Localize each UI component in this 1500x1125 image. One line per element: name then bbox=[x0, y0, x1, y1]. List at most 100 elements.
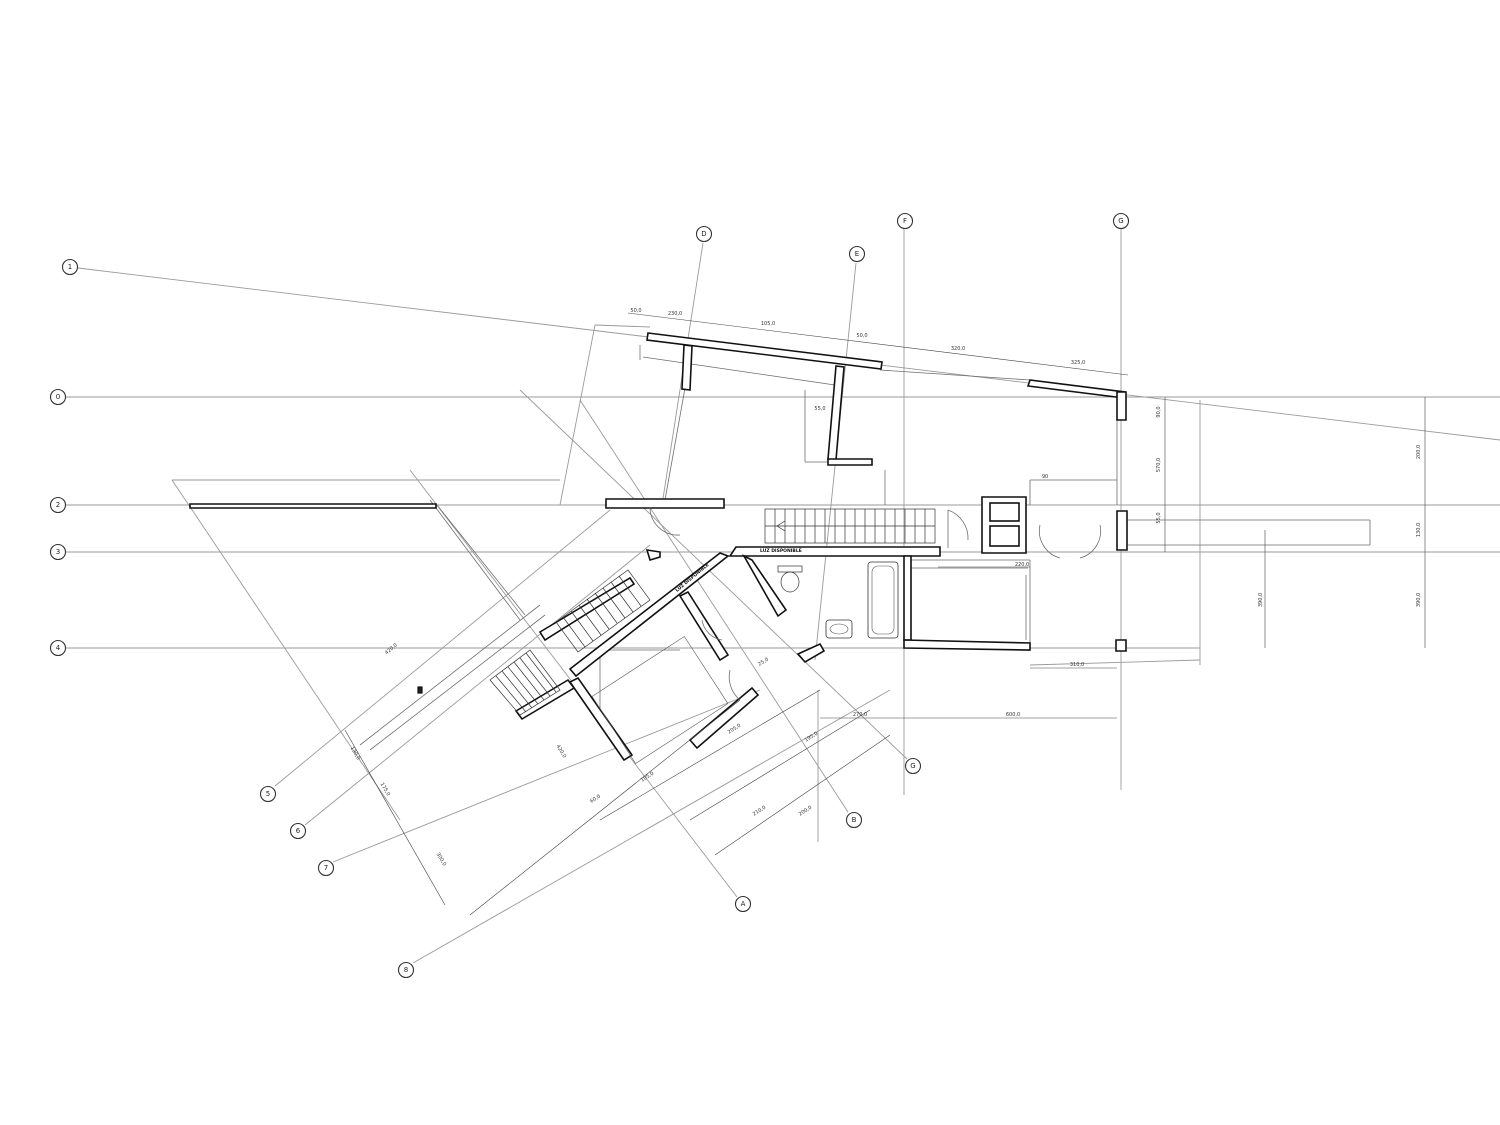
wall-diag-left2 bbox=[645, 549, 661, 561]
wall-right-col-mid bbox=[1116, 510, 1128, 551]
dim-right-5: 130,0 bbox=[1416, 523, 1422, 537]
grid-bubble-G2: G bbox=[904, 757, 922, 775]
wall-diag-upper2 bbox=[742, 554, 788, 618]
dim-right-6: 390,0 bbox=[1416, 593, 1422, 607]
dimension-lines bbox=[344, 312, 1426, 916]
grid-bubble-1: 1 bbox=[61, 258, 79, 276]
grid-bubble-G: G bbox=[1112, 212, 1130, 230]
svg-text:E: E bbox=[855, 250, 859, 258]
dim-right-2: 570,0 bbox=[1156, 458, 1162, 472]
wall-top-right bbox=[1026, 379, 1126, 399]
wall-box-inner-2 bbox=[989, 525, 1020, 547]
wall-inner-foot bbox=[827, 458, 873, 466]
grid-bubble-E: E bbox=[848, 245, 866, 263]
wall-small-column bbox=[417, 686, 423, 694]
bed-area bbox=[591, 636, 729, 764]
grid-bubble-4: 4 bbox=[49, 639, 67, 657]
svg-text:4: 4 bbox=[56, 644, 61, 652]
grid-bubble-5: 5 bbox=[259, 785, 277, 803]
doors bbox=[649, 506, 1101, 701]
svg-text:2: 2 bbox=[56, 501, 60, 509]
dim-low-4: 205,0 bbox=[727, 723, 742, 736]
grid-bubble-8: 8 bbox=[397, 961, 415, 979]
wall-corridor bbox=[728, 546, 941, 557]
svg-text:1: 1 bbox=[68, 263, 72, 271]
grid-line-diag-G bbox=[519, 389, 908, 760]
svg-text:B: B bbox=[852, 816, 857, 824]
svg-text:F: F bbox=[903, 217, 907, 225]
grid-bubble-6: 6 bbox=[289, 822, 307, 840]
grid-line-diag-6 bbox=[304, 544, 651, 826]
dim-mid-2: 390,0 bbox=[1258, 593, 1264, 607]
grid-line-outline-4 bbox=[594, 324, 651, 328]
dim-low-2: 200,0 bbox=[798, 805, 813, 818]
grid-bubble-3: 3 bbox=[49, 543, 67, 561]
dim-top-2: 230,0 bbox=[668, 311, 682, 317]
svg-text:5: 5 bbox=[266, 790, 270, 798]
grid-bubble-F: F bbox=[896, 212, 914, 230]
grid-bubble-7: 7 bbox=[317, 859, 335, 877]
dim-right-1: 90,0 bbox=[1156, 406, 1162, 417]
dim-small-3: 60,0 bbox=[589, 794, 602, 805]
dim-mid-3: 310,0 bbox=[1070, 662, 1084, 668]
dim-right-3: 55,0 bbox=[1156, 512, 1162, 523]
dim-right-4: 200,0 bbox=[1416, 445, 1422, 459]
dimension-text: 50,0 230,0 105,0 50,0 320,0 325,0 90,0 5… bbox=[349, 308, 1422, 867]
svg-text:6: 6 bbox=[296, 827, 301, 835]
dim-mid-4: 600,0 bbox=[1006, 712, 1020, 718]
dim-top-5: 320,0 bbox=[951, 346, 965, 352]
dim-small-1: 90 bbox=[1042, 474, 1048, 480]
grid-line-outline-3 bbox=[559, 324, 596, 506]
toilet-tank bbox=[777, 565, 803, 573]
walls bbox=[189, 332, 1128, 762]
svg-text:3: 3 bbox=[56, 548, 60, 556]
room-label-diag: LUZ DISPONIBLE bbox=[674, 562, 710, 593]
svg-text:G: G bbox=[1118, 217, 1123, 225]
grid-line-diag-B bbox=[579, 399, 849, 813]
wall-right-col-low bbox=[1115, 639, 1127, 652]
wall-top-north bbox=[646, 332, 883, 370]
room-label-corridor: LUZ DISPONIBLE bbox=[760, 548, 802, 554]
toilet-bowl bbox=[780, 571, 800, 593]
dim-low-6: 420,0 bbox=[384, 642, 399, 656]
dim-left-4: 420,0 bbox=[555, 744, 567, 759]
wall-box-inner-1 bbox=[989, 502, 1020, 522]
svg-text:0: 0 bbox=[56, 393, 60, 401]
wall-bath-bottom bbox=[903, 639, 1031, 651]
dim-top-3: 105,0 bbox=[761, 321, 775, 327]
bathtub bbox=[867, 561, 899, 639]
dim-top-4: 50,0 bbox=[856, 333, 867, 339]
dim-left-2: 175,0 bbox=[379, 782, 391, 797]
wall-diag-upper bbox=[568, 552, 730, 678]
wall-mid-short bbox=[605, 498, 725, 509]
grid-bubbles: 1 0 2 3 4 D E F G G B A 5 6 7 8 bbox=[49, 212, 1130, 979]
svg-text:G: G bbox=[910, 762, 915, 770]
grid-bubble-B: B bbox=[845, 811, 863, 829]
svg-text:A: A bbox=[741, 900, 746, 908]
dim-mid-1: 220,0 bbox=[1015, 562, 1029, 568]
dim-top-1: 50,0 bbox=[630, 308, 641, 314]
grid-line-outline-6 bbox=[1029, 659, 1201, 666]
dim-mid-5: 270,0 bbox=[853, 712, 867, 718]
stairs-diag bbox=[489, 569, 651, 716]
wall-left-long bbox=[189, 503, 437, 509]
grid-bubble-0: 0 bbox=[49, 388, 67, 406]
wall-top-stub bbox=[681, 344, 693, 391]
wall-right-col-top bbox=[1116, 391, 1127, 421]
dim-left-3: 300,0 bbox=[435, 852, 447, 867]
wall-diag-lower2 bbox=[568, 676, 634, 762]
wall-diag-lower3 bbox=[688, 686, 760, 750]
fixtures bbox=[591, 561, 899, 764]
wall-diag-left bbox=[538, 576, 636, 642]
svg-text:7: 7 bbox=[324, 864, 328, 872]
grid-bubble-2: 2 bbox=[49, 496, 67, 514]
wall-inner-vert bbox=[827, 365, 845, 461]
svg-text:D: D bbox=[701, 230, 706, 238]
dim-small-4: 25,0 bbox=[757, 657, 770, 668]
grid-line-diag-5 bbox=[274, 509, 611, 787]
dim-small-2: 55,0 bbox=[814, 406, 825, 412]
dim-left-1: 130,0 bbox=[349, 746, 361, 761]
sink bbox=[825, 619, 853, 639]
grid-line-diag-8 bbox=[412, 689, 891, 964]
